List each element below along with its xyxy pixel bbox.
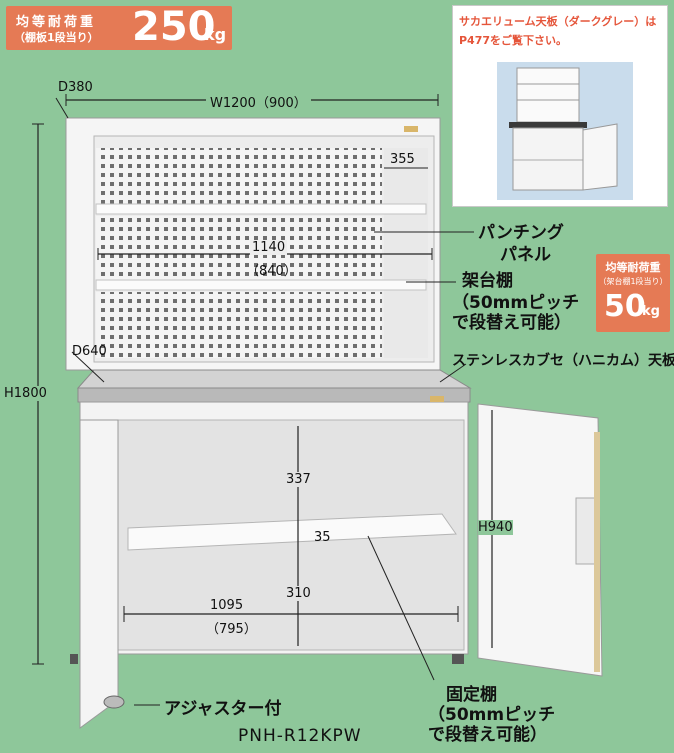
callout-fixed-shelf: 固定棚 [446,685,497,705]
inset-cabinet-drawing [509,67,618,191]
shelf-load-badge: 均等耐荷重 （架台棚1段当り） 50 kg [596,254,670,332]
dim-cabinet-width-alt: （795） [206,622,257,637]
callout-panel: パネル [500,245,551,265]
inset-note: サカエリューム天板（ダークグレー）はP477をご覧下さい。 [459,15,657,47]
dim-upper-height: 337 [286,472,311,487]
dim-depth-bottom: D640 [72,344,107,359]
load-capacity-badge: 均等耐荷重 （棚板1段当り） 250 kg [6,4,232,50]
callout-worktop: ステンレスカブセ（ハニカム）天板 [452,353,674,369]
load-badge-unit: kg [204,25,227,44]
load-badge-value: 250 [132,4,216,50]
dim-shelf-thickness: 35 [314,530,331,545]
callout-adjuster: アジャスター付 [164,699,282,719]
dim-inner-width: 1140 [250,240,288,255]
dim-depth-top: D380 [58,80,93,95]
callout-pitch-2: （50mmピッチ [428,705,556,725]
dim-cabinet-width: 1095 [210,598,244,613]
shelf-badge-value: 50 [604,289,646,324]
shelf-badge-unit: kg [642,304,660,319]
dim-cabinet-height: H940 [478,520,513,535]
dim-height: H1800 [4,386,47,401]
shelf-badge-subtitle: （架台棚1段当り） [598,277,668,286]
callout-pitch-1b: で段替え可能） [452,313,571,333]
inset-product-image [497,62,633,200]
dim-panel-width: 355 [390,152,415,167]
model-number: PNH-R12KPW [238,726,362,746]
callout-pitch-2b: で段替え可能） [428,725,547,745]
dim-width-top: W1200（900） [206,92,311,111]
load-badge-title: 均等耐荷重 [16,15,97,30]
callout-pitch-1: （50mmピッチ [452,293,580,313]
dim-inner-width-alt: （840） [246,264,297,279]
dim-lower-height: 310 [286,586,311,601]
inset-panel: サカエリューム天板（ダークグレー）はP477をご覧下さい。 [452,5,668,207]
shelf-badge-title: 均等耐荷重 [605,261,661,274]
callout-stand-shelf: 架台棚 [462,271,513,291]
callout-punching: パンチング [478,223,564,243]
load-badge-subtitle: （棚板1段当り） [14,31,99,44]
